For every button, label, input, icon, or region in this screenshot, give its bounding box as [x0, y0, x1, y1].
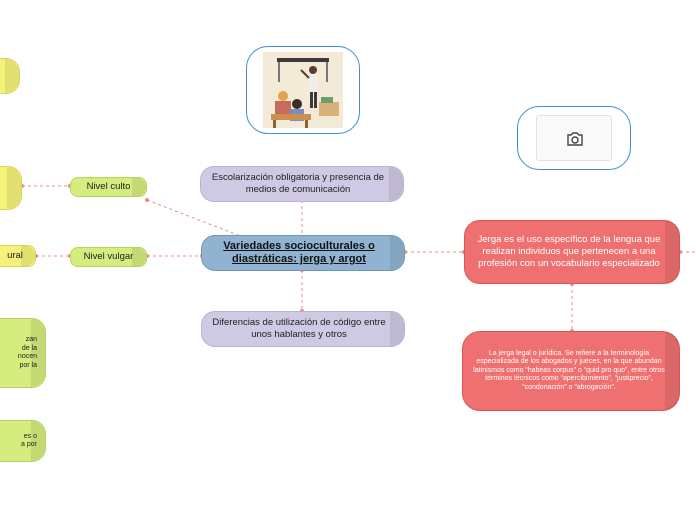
camera-icon	[567, 132, 583, 146]
image-placeholder[interactable]	[536, 115, 612, 161]
jerga-definition-label: Jerga es el uso específico de la lengua …	[477, 234, 661, 269]
leaf-green-2-line2: a por	[21, 441, 37, 448]
branch-top-label: Escolarización obligatoria y presencia d…	[211, 172, 385, 195]
jerga-legal[interactable]: La jerga legal o jurídica. Se refiere a …	[462, 331, 680, 411]
branch-bottom[interactable]: Diferencias de utilización de código ent…	[201, 311, 405, 347]
central-topic[interactable]: Variedades socioculturales o diastrática…	[201, 235, 405, 271]
level-vulgar[interactable]: Nivel vulgar	[70, 247, 147, 267]
leaf-green-1-line3: nocen	[17, 353, 37, 360]
jerga-legal-label: La jerga legal o jurídica. Se refiere a …	[473, 349, 665, 391]
leaf-green-1-line1: zan	[25, 336, 37, 343]
leaf-yellow-culto[interactable]	[0, 166, 22, 210]
image-placeholder-frame[interactable]	[517, 106, 631, 170]
level-vulgar-label: Nivel vulgar	[83, 251, 134, 262]
leaf-green-1-line2: de la	[21, 344, 37, 352]
leaf-green-2-line1: es o	[23, 432, 37, 440]
link-central-culto	[146, 199, 244, 238]
leaf-green-1-line4: por la	[19, 361, 37, 369]
central-topic-label: Variedades socioculturales o diastrática…	[223, 240, 375, 265]
leaf-green-2[interactable]: es o a por	[0, 420, 46, 462]
branch-top[interactable]: Escolarización obligatoria y presencia d…	[200, 166, 404, 202]
leaf-green-1[interactable]: zan de la nocen por la	[0, 318, 46, 388]
leaf-yellow-top[interactable]	[0, 58, 20, 94]
leaf-vulgar-label: ural	[7, 250, 23, 261]
level-culto-label: Nivel culto	[86, 181, 131, 192]
classroom-illustration	[263, 52, 343, 128]
jerga-definition[interactable]: Jerga es el uso específico de la lengua …	[464, 220, 680, 284]
level-culto[interactable]: Nivel culto	[70, 177, 147, 197]
image-frame[interactable]	[246, 46, 360, 134]
branch-bottom-label: Diferencias de utilización de código ent…	[212, 317, 386, 340]
leaf-yellow-vulgar[interactable]: ural	[0, 245, 36, 267]
